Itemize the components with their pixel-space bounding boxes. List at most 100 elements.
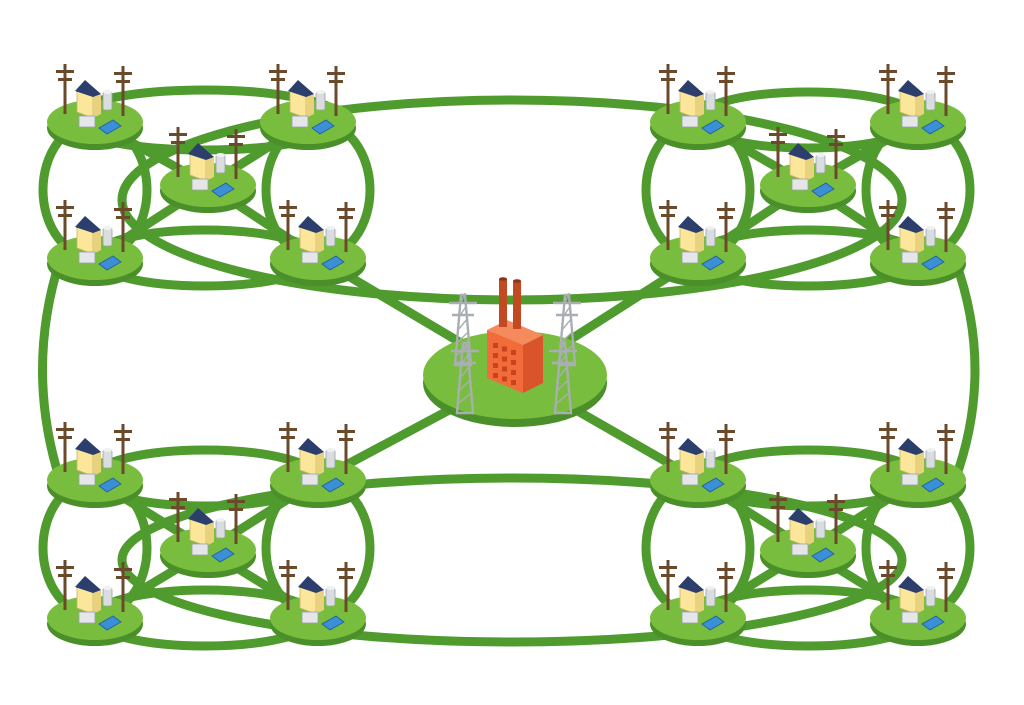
- solar-panel-icon: [211, 547, 235, 563]
- factory-window: [502, 346, 507, 352]
- utility-pole-icon: [724, 562, 728, 612]
- pole-crossarm: [719, 216, 733, 219]
- transformer-icon: [681, 115, 699, 128]
- house-side: [316, 590, 324, 614]
- battery-cap: [706, 90, 715, 94]
- utility-pole-icon: [63, 64, 67, 114]
- microgrid-node: [47, 200, 143, 286]
- utility-pole-icon: [121, 424, 125, 474]
- pole-crossarm: [337, 208, 355, 211]
- battery-cap: [326, 448, 335, 452]
- pole-crossarm: [661, 214, 675, 217]
- house-side: [696, 230, 704, 254]
- microgrid-node: [160, 127, 256, 213]
- factory-window: [502, 366, 507, 372]
- microgrid-node: [760, 492, 856, 578]
- house-side: [806, 157, 814, 181]
- pole-crossarm: [56, 566, 74, 569]
- tower-brace: [460, 366, 470, 378]
- solar-panel-icon: [921, 255, 945, 271]
- house-side: [93, 230, 101, 254]
- utility-pole-icon: [63, 422, 67, 472]
- utility-pole-icon: [834, 494, 838, 544]
- transformer-icon: [681, 251, 699, 264]
- utility-pole-icon: [176, 127, 180, 177]
- solar-panel-icon: [211, 182, 235, 198]
- pole-crossarm: [339, 216, 353, 219]
- factory-side: [523, 335, 543, 393]
- tower-brace: [458, 318, 468, 330]
- factory-window: [502, 356, 507, 362]
- microgrid-node: [47, 422, 143, 508]
- tower-brace: [561, 331, 573, 343]
- pole-crossarm: [659, 206, 677, 209]
- tower-brace: [457, 331, 469, 343]
- transformer-icon: [681, 473, 699, 486]
- pole-crossarm: [116, 438, 130, 441]
- microgrid-node: [870, 560, 966, 646]
- grid-nodes: [47, 64, 966, 646]
- roof-icon: [298, 576, 324, 593]
- microgrid-node: [870, 422, 966, 508]
- pole-crossarm: [171, 506, 185, 509]
- pole-crossarm: [719, 438, 733, 441]
- pole-crossarm: [879, 428, 897, 431]
- tower-brace: [461, 353, 469, 365]
- pole-crossarm: [661, 574, 675, 577]
- pole-crossarm: [937, 72, 955, 75]
- house-side: [316, 452, 324, 476]
- battery-cap: [706, 586, 715, 590]
- tower-brace: [563, 305, 571, 317]
- roof-icon: [788, 508, 814, 525]
- utility-pole-icon: [344, 562, 348, 612]
- pole-crossarm: [769, 498, 787, 501]
- solar-panel-icon: [98, 615, 122, 631]
- utility-pole-icon: [63, 200, 67, 250]
- microgrid-node: [47, 64, 143, 150]
- house-side: [93, 590, 101, 614]
- microgrid-node: [270, 422, 366, 508]
- utility-pole-icon: [121, 562, 125, 612]
- roof-icon: [898, 80, 924, 97]
- battery-storage-icon: [102, 587, 113, 607]
- roof-icon: [898, 216, 924, 233]
- battery-storage-icon: [325, 227, 336, 247]
- battery-cap: [103, 90, 112, 94]
- microgrid-node: [270, 200, 366, 286]
- pole-crossarm: [269, 70, 287, 73]
- utility-pole-icon: [944, 202, 948, 252]
- battery-cap: [706, 448, 715, 452]
- tower-brace: [563, 292, 571, 304]
- pole-crossarm: [58, 436, 72, 439]
- pole-crossarm: [937, 568, 955, 571]
- pole-crossarm: [717, 430, 735, 433]
- house-side: [916, 230, 924, 254]
- transformer-icon: [78, 115, 96, 128]
- chimney-top: [513, 279, 521, 283]
- pole-crossarm: [271, 78, 285, 81]
- roof-icon: [678, 576, 704, 593]
- pole-crossarm: [939, 216, 953, 219]
- pole-crossarm: [281, 574, 295, 577]
- factory-window: [502, 376, 507, 382]
- roof-icon: [75, 438, 101, 455]
- battery-storage-icon: [315, 91, 326, 111]
- battery-cap: [326, 226, 335, 230]
- solar-panel-icon: [321, 255, 345, 271]
- pole-crossarm: [661, 78, 675, 81]
- pole-crossarm: [329, 80, 343, 83]
- battery-storage-icon: [925, 227, 936, 247]
- utility-pole-icon: [944, 562, 948, 612]
- power-plant-node: [423, 277, 607, 427]
- house-side: [316, 230, 324, 254]
- pole-crossarm: [281, 436, 295, 439]
- solar-panel-icon: [921, 615, 945, 631]
- utility-pole-icon: [724, 424, 728, 474]
- utility-pole-icon: [286, 422, 290, 472]
- pole-crossarm: [114, 568, 132, 571]
- utility-pole-icon: [666, 422, 670, 472]
- utility-pole-icon: [944, 424, 948, 474]
- outer-link-top: [117, 95, 907, 305]
- pole-crossarm: [114, 430, 132, 433]
- utility-pole-icon: [666, 64, 670, 114]
